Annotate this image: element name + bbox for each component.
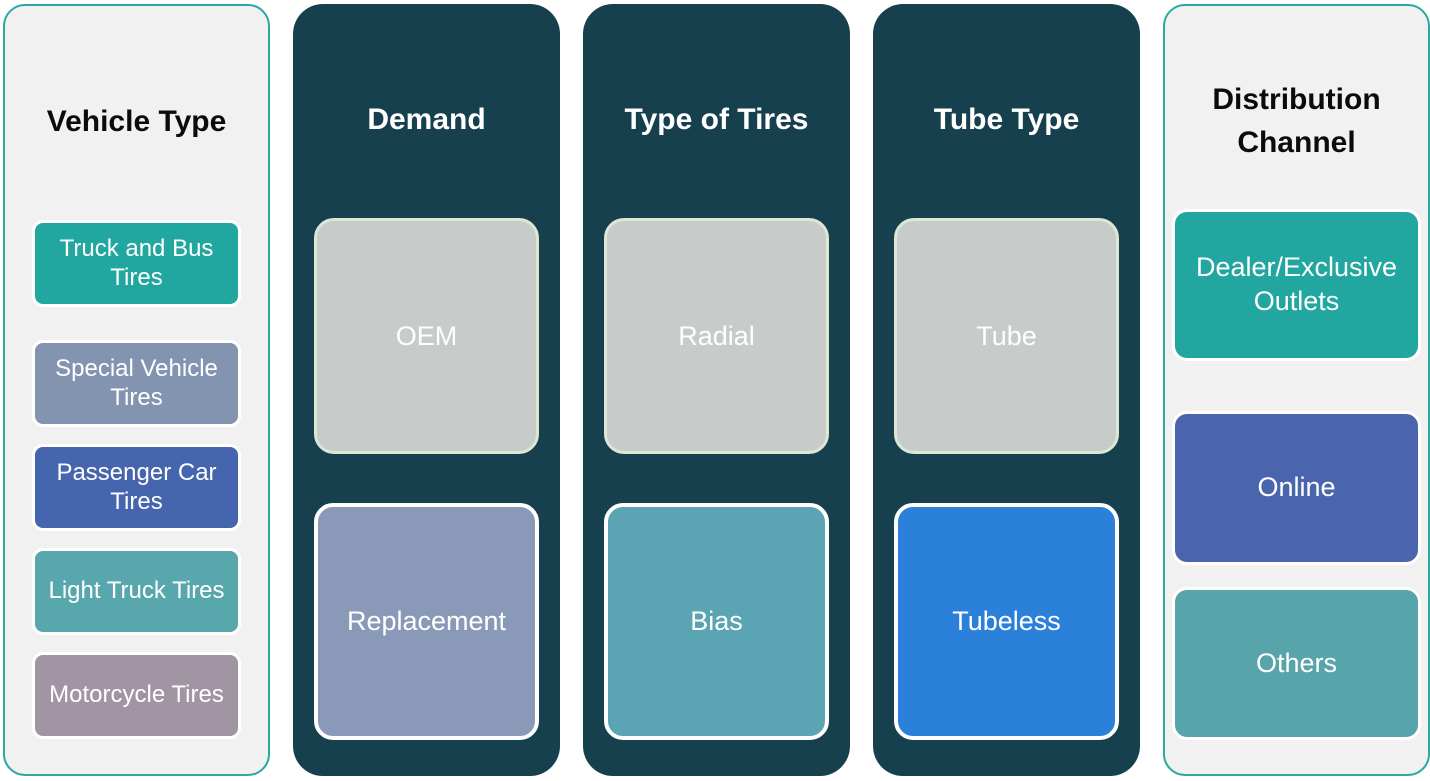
- segment-box-passenger-car-tires: Passenger Car Tires: [32, 444, 241, 531]
- segment-label: Light Truck Tires: [48, 577, 225, 605]
- segment-label: Radial: [678, 320, 755, 351]
- segment-label: Online: [1257, 472, 1336, 503]
- segment-label: Tube: [976, 320, 1037, 351]
- segment-label: Passenger Car Tires: [56, 459, 217, 515]
- segment-box-online: Online: [1172, 411, 1421, 565]
- segment-box-special-vehicle-tires: Special Vehicle Tires: [32, 340, 241, 427]
- segment-box-bias: Bias: [604, 503, 829, 740]
- segment-label: OEM: [395, 320, 458, 351]
- column-title-tube-type: Tube Type: [933, 103, 1080, 136]
- column-title-vehicle-type: Vehicle Type: [46, 105, 227, 138]
- segment-label: Truck and Bus Tires: [59, 235, 214, 291]
- column-title-type-of-tires: Type of Tires: [624, 103, 809, 136]
- segment-label: Others: [1255, 647, 1338, 678]
- segment-box-truck-and-bus-tires: Truck and Bus Tires: [32, 220, 241, 307]
- segment-label: Tubeless: [952, 606, 1061, 636]
- segment-box-others: Others: [1172, 587, 1421, 740]
- segment-label: Dealer/Exclusive Outlets: [1195, 252, 1398, 316]
- segment-box-tube: Tube: [894, 218, 1119, 454]
- segment-label: Replacement: [346, 606, 507, 636]
- segment-label: Bias: [690, 606, 743, 636]
- segment-box-dealer-exclusive-outlets: Dealer/Exclusive Outlets: [1172, 209, 1421, 361]
- segment-box-motorcycle-tires: Motorcycle Tires: [32, 652, 241, 739]
- segment-box-radial: Radial: [604, 218, 829, 454]
- segment-label: Special Vehicle Tires: [55, 355, 218, 411]
- segment-box-tubeless: Tubeless: [894, 503, 1119, 740]
- segment-box-oem: OEM: [314, 218, 539, 454]
- column-title-demand: Demand: [367, 103, 486, 136]
- segment-label: Motorcycle Tires: [49, 681, 224, 709]
- segment-box-light-truck-tires: Light Truck Tires: [32, 548, 241, 635]
- segment-box-replacement: Replacement: [314, 503, 539, 740]
- column-title-distribution-channel: Distribution Channel: [1212, 83, 1381, 159]
